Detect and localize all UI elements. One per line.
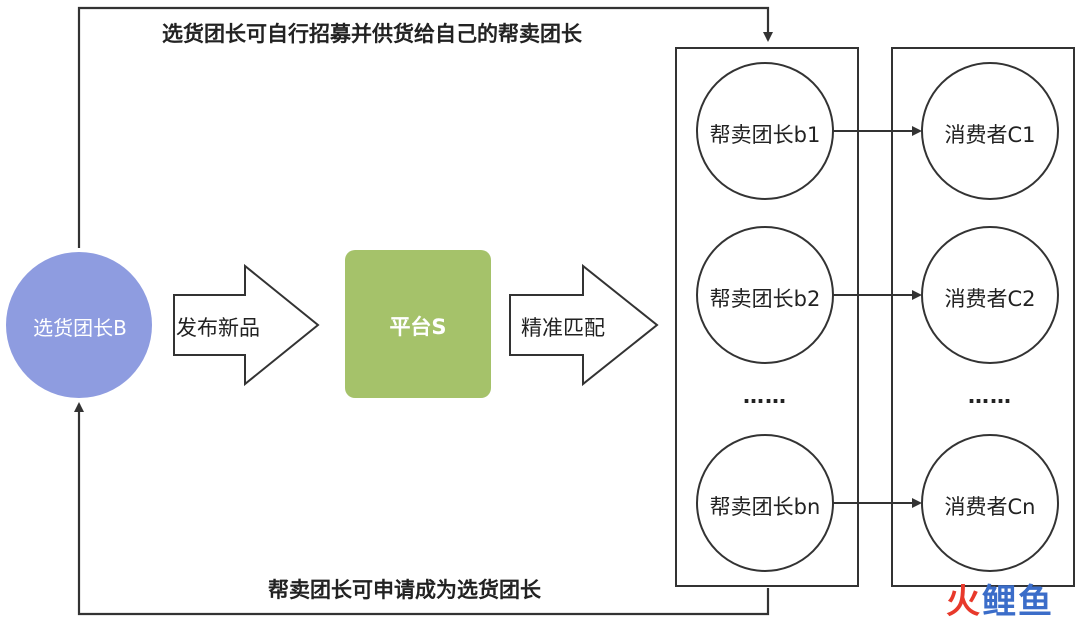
consumer-label-c1: 消费者C1 (944, 123, 1036, 147)
selector-label: 选货团长B (33, 316, 127, 340)
publish-block-arrow (173, 263, 320, 387)
platform-box (345, 250, 491, 398)
consumer-circle-cn (921, 434, 1059, 572)
top-loop-label: 选货团长可自行招募并供货给自己的帮卖团长 (162, 22, 582, 46)
match-block-arrow (509, 263, 659, 387)
consumer-label-c2: 消费者C2 (944, 287, 1036, 311)
selector-circle (6, 252, 152, 398)
helper-label-b1: 帮卖团长b1 (709, 123, 821, 147)
watermark-part1: 火 (946, 582, 982, 622)
helper-column-frame (675, 47, 859, 587)
consumer-circle-c2 (921, 226, 1059, 364)
platform-label: 平台S (389, 315, 447, 339)
helper-ellipsis: …… (743, 384, 787, 408)
bottom-loop-connector (74, 402, 770, 616)
helper-label-b2: 帮卖团长b2 (709, 287, 821, 311)
helper-label-bn: 帮卖团长bn (709, 495, 821, 519)
consumer-column-frame (891, 47, 1075, 587)
publish-label: 发布新品 (176, 316, 260, 340)
top-loop-connector (77, 6, 773, 248)
watermark-logo: 火鲤鱼 (946, 574, 1054, 623)
bottom-loop-label: 帮卖团长可申请成为选货团长 (268, 578, 541, 602)
consumer-circle-c1 (921, 62, 1059, 200)
consumer-label-cn: 消费者Cn (944, 495, 1036, 519)
watermark-part2: 鲤鱼 (982, 582, 1054, 622)
match-label: 精准匹配 (521, 316, 605, 340)
consumer-ellipsis: …… (968, 384, 1012, 408)
